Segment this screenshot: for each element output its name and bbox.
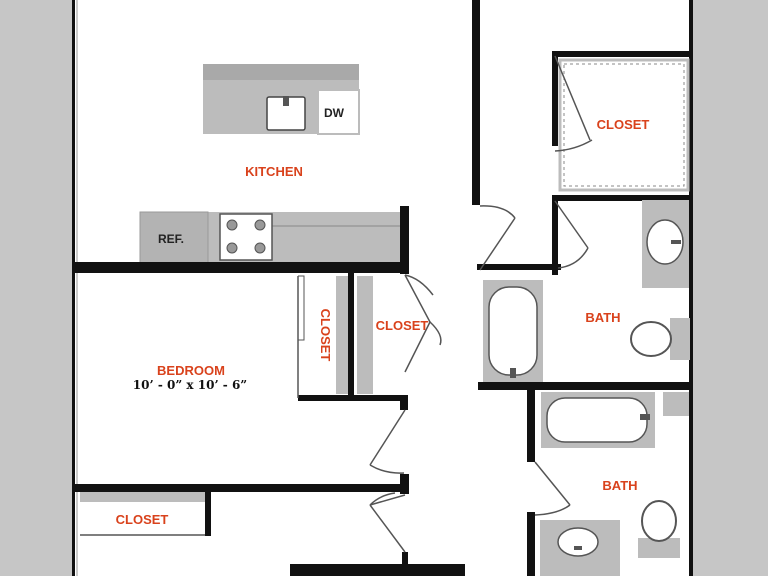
bedroom-label: BEDROOM xyxy=(157,363,225,378)
closet-label-bottom-left: CLOSET xyxy=(116,512,169,527)
sink-lower xyxy=(557,527,599,557)
exterior-window-wall xyxy=(72,0,78,576)
dishwasher-label: DW xyxy=(324,106,345,120)
toilet-tank-lower xyxy=(638,538,680,558)
bath-label-upper: BATH xyxy=(585,310,620,325)
closet-label-top-right: CLOSET xyxy=(597,117,650,132)
bedroom-dimension: 10’ - 0” x 10’ - 6” xyxy=(133,378,247,392)
faucet xyxy=(283,96,289,106)
closet-label-hall: CLOSET xyxy=(376,318,429,333)
interior-walls xyxy=(73,0,691,576)
bath-fixtures xyxy=(483,200,690,576)
exterior-wall-right xyxy=(689,0,693,576)
refrigerator-label: REF. xyxy=(158,232,184,246)
toilet-lower xyxy=(641,500,677,542)
dishwasher xyxy=(317,89,360,135)
toilet-tank-upper xyxy=(670,318,690,360)
door-swings xyxy=(369,55,593,553)
linen-cabinet xyxy=(663,392,689,416)
kitchen-label: KITCHEN xyxy=(245,164,303,179)
burner-icon xyxy=(226,219,238,231)
closet-label-vertical: CLOSET xyxy=(318,309,333,362)
refrigerator xyxy=(139,211,209,265)
kitchen-counter: REF. xyxy=(139,211,402,265)
closet-shelves xyxy=(80,58,690,536)
burner-icon xyxy=(254,242,266,254)
burner-icon xyxy=(254,219,266,231)
range xyxy=(219,213,273,261)
sink-upper xyxy=(646,219,684,265)
kitchen-island: DW xyxy=(203,64,360,135)
toilet-upper xyxy=(630,321,672,357)
burner-icon xyxy=(226,242,238,254)
bath-label-lower: BATH xyxy=(602,478,637,493)
